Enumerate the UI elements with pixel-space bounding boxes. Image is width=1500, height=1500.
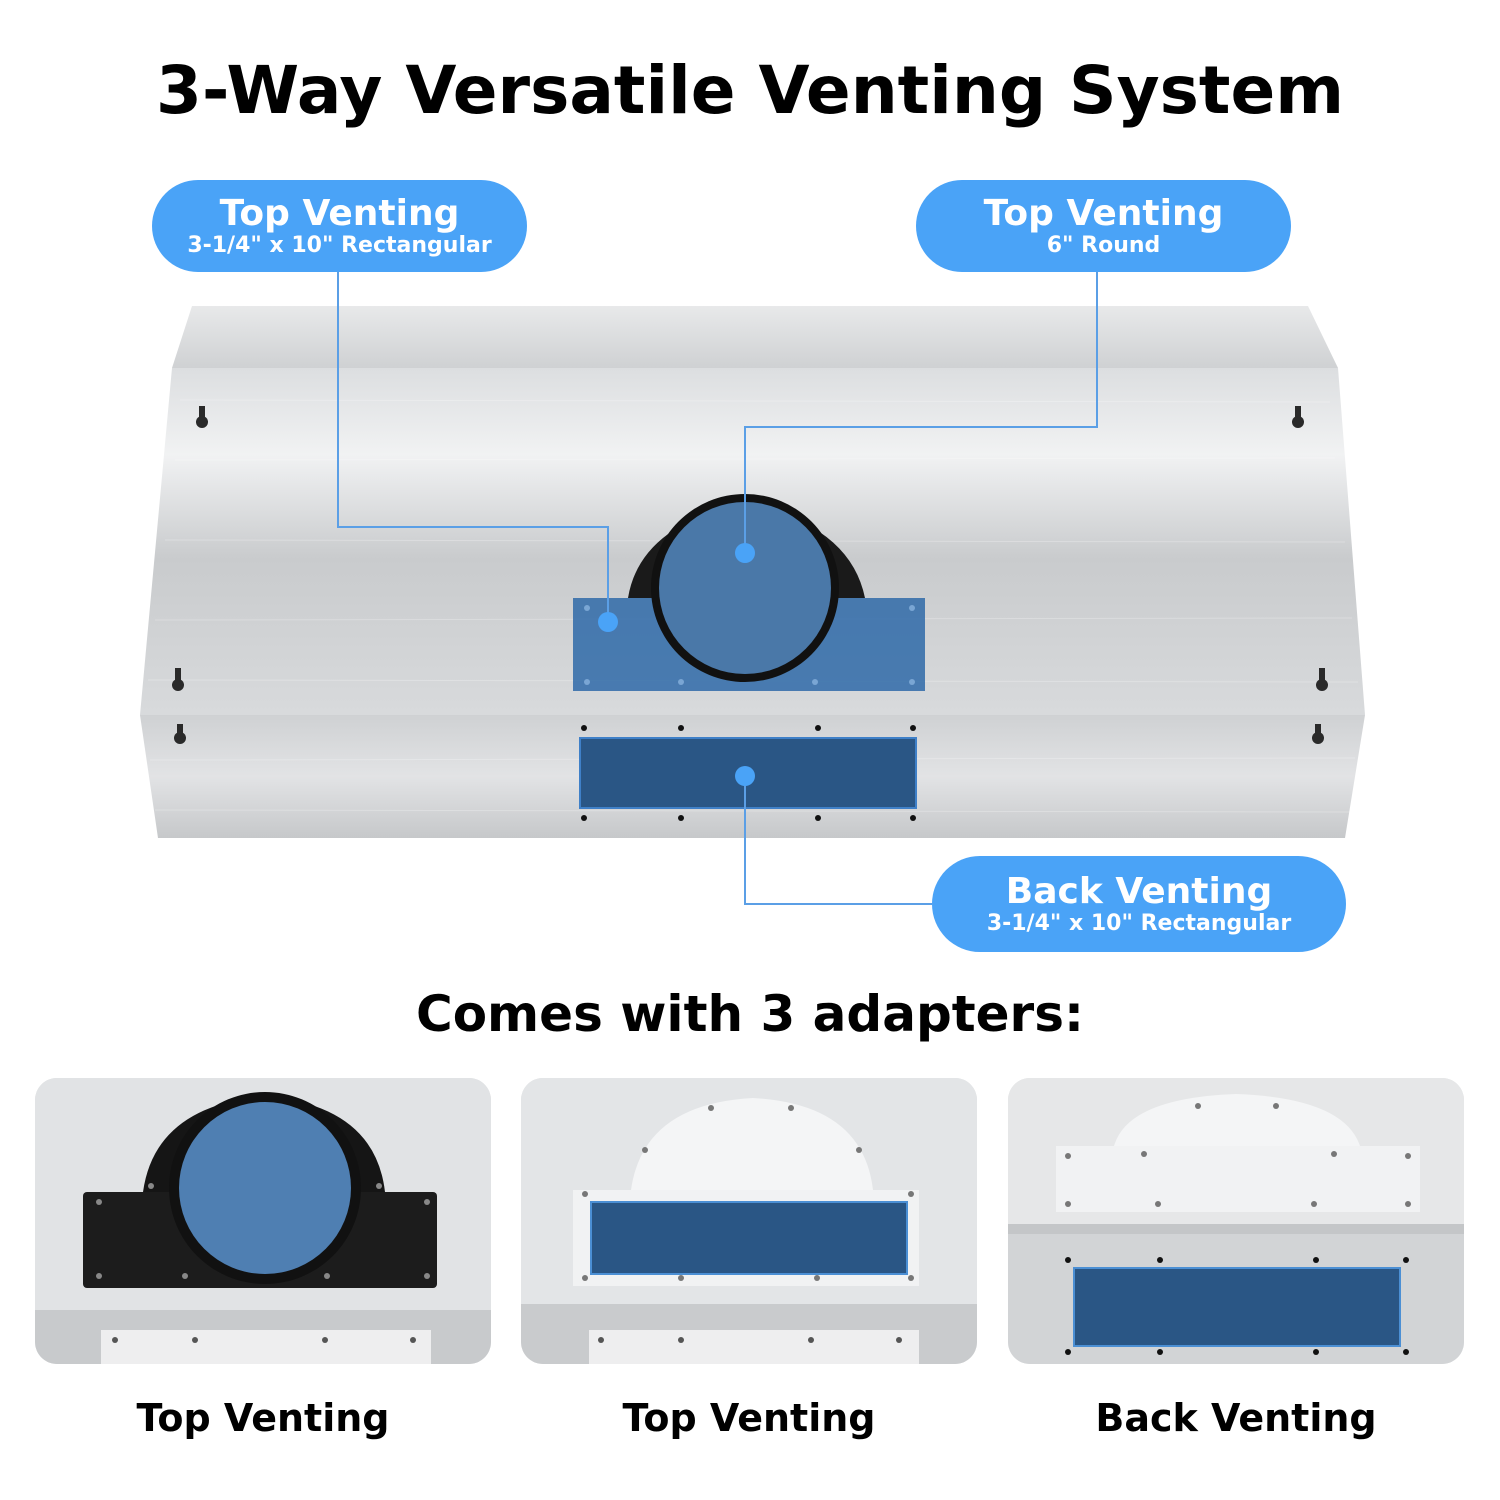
- adapters-heading: Comes with 3 adapters:: [416, 985, 1084, 1043]
- leader-line-rect-top: [337, 272, 609, 622]
- callout-back-rect: Back Venting 3-1/4" x 10" Rectangular: [932, 856, 1346, 952]
- adapter-panel-rect-top: [521, 1078, 977, 1364]
- callout-detail: 3-1/4" x 10" Rectangular: [187, 233, 492, 258]
- callout-detail: 6" Round: [1046, 233, 1161, 258]
- marker-rect-top: [598, 612, 618, 632]
- marker-round-top: [735, 543, 755, 563]
- adapter-panel-round-top: [35, 1078, 491, 1364]
- top-round-vent: [659, 502, 831, 674]
- marker-back: [735, 766, 755, 786]
- hood-top-band: [172, 306, 1338, 368]
- callout-top-round: Top Venting 6" Round: [916, 180, 1291, 272]
- callout-title: Back Venting: [1005, 871, 1273, 912]
- rect-adapter-opening: [590, 1201, 908, 1275]
- round-adapter-opening: [179, 1102, 351, 1274]
- back-adapter-opening: [1073, 1267, 1401, 1347]
- leader-line-back: [744, 776, 932, 905]
- callout-top-rect: Top Venting 3-1/4" x 10" Rectangular: [152, 180, 527, 272]
- leader-line-round-top: [744, 272, 1098, 553]
- adapter-caption: Top Venting: [136, 1396, 390, 1440]
- callout-title: Top Venting: [983, 193, 1224, 234]
- range-hood-illustration: [140, 272, 1365, 905]
- page-title: 3-Way Versatile Venting System: [156, 52, 1344, 129]
- callout-title: Top Venting: [219, 193, 460, 234]
- callout-detail: 3-1/4" x 10" Rectangular: [986, 911, 1292, 936]
- adapter-caption: Top Venting: [622, 1396, 876, 1440]
- adapter-caption: Back Venting: [1095, 1396, 1377, 1440]
- adapter-panel-back: [1008, 1078, 1464, 1364]
